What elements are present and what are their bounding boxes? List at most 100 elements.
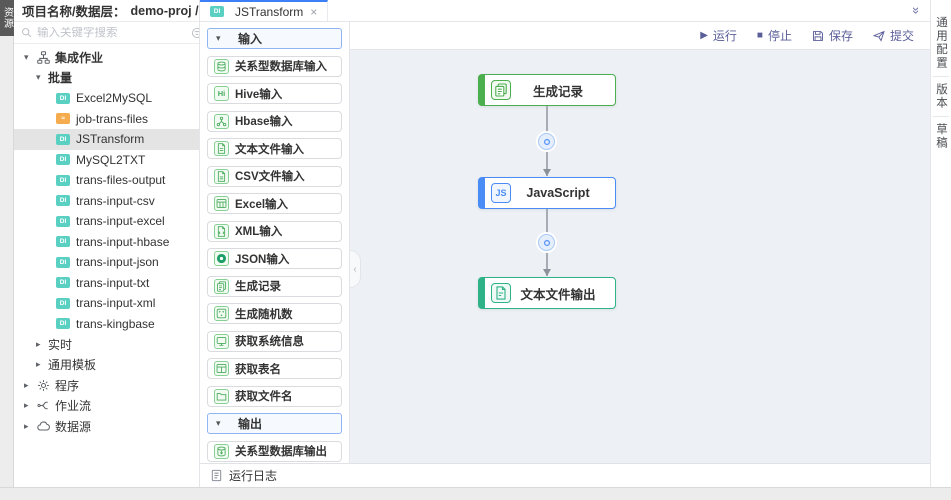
- flow-node[interactable]: 文本文件输出: [478, 277, 616, 309]
- submit-button[interactable]: 提交: [872, 27, 914, 44]
- tree-item[interactable]: DI trans-input-hbase: [14, 232, 199, 253]
- palette-item[interactable]: 获取表名: [207, 358, 342, 379]
- tree-item-label: 数据源: [55, 419, 92, 434]
- tree-item[interactable]: ▸ 程序: [14, 375, 199, 396]
- text-file-icon: [214, 141, 229, 156]
- palette-item[interactable]: 关系型数据库输入: [207, 55, 342, 77]
- palette-item[interactable]: 生成随机数: [207, 303, 342, 324]
- tree-item[interactable]: DI trans-input-excel: [14, 211, 199, 232]
- palette-item-label: Hive输入: [235, 88, 283, 101]
- bottom-strip: [0, 487, 951, 500]
- resource-strip: 资源: [0, 0, 14, 487]
- palette-item[interactable]: Hbase输入: [207, 110, 342, 132]
- js-node-icon: JS: [491, 183, 511, 203]
- table-name-icon: [214, 361, 229, 376]
- connector-link-icon[interactable]: [538, 234, 555, 251]
- gear-icon: [36, 378, 50, 392]
- caret-icon[interactable]: ▸: [36, 338, 41, 349]
- connector-arrow-icon: [543, 269, 551, 276]
- caret-icon[interactable]: ▸: [24, 400, 29, 411]
- tree-item[interactable]: ▸ 通用模板: [14, 355, 199, 376]
- xml-file-icon: [214, 223, 229, 239]
- palette-item-label: Hbase输入: [235, 116, 293, 128]
- tree-item-label: trans-input-txt: [76, 275, 150, 290]
- palette-item[interactable]: 关系型数据库输出: [207, 440, 342, 462]
- di-badge-icon: DI: [56, 256, 70, 268]
- palette-section-header[interactable]: ▾ 输出: [207, 413, 342, 434]
- di-badge-icon: DI: [56, 318, 70, 330]
- palette-item[interactable]: 生成记录: [207, 275, 342, 297]
- play-icon: ▶: [700, 29, 708, 41]
- tree-item-label: trans-input-hbase: [76, 234, 170, 249]
- tree-item[interactable]: ≈ job-trans-files: [14, 109, 199, 130]
- tree-item-label: 批量: [48, 71, 73, 86]
- tree-item[interactable]: DI MySQL2TXT: [14, 150, 199, 171]
- tree-item[interactable]: ▾ 批量: [14, 68, 199, 89]
- sitemap-icon: [36, 50, 50, 64]
- palette-item-label: 获取文件名: [235, 391, 293, 403]
- di-badge-icon: DI: [56, 195, 70, 207]
- caret-icon[interactable]: ▾: [36, 72, 41, 83]
- panel-tab-general-config[interactable]: 通用配置: [935, 16, 947, 70]
- tab-jstransform[interactable]: DI JSTransform ×: [200, 0, 329, 21]
- palette-item[interactable]: Hi Hive输入: [207, 83, 342, 104]
- caret-icon[interactable]: ▾: [24, 51, 29, 62]
- connector-arrow-icon: [543, 169, 551, 176]
- caret-icon[interactable]: ▸: [24, 379, 29, 390]
- caret-icon[interactable]: ▸: [24, 420, 29, 431]
- palette-item[interactable]: Excel输入: [207, 193, 342, 214]
- search-settings-icon[interactable]: [191, 27, 199, 39]
- palette-item[interactable]: JSON输入: [207, 248, 342, 269]
- run-label: 运行: [712, 29, 737, 43]
- tree-item[interactable]: ▾ 集成作业: [14, 47, 199, 68]
- di-badge-icon: DI: [56, 92, 70, 104]
- palette-item[interactable]: 获取系统信息: [207, 330, 342, 352]
- flow-node[interactable]: JS JavaScript: [478, 177, 616, 209]
- run-log-bar[interactable]: 运行日志: [200, 463, 930, 487]
- palette-item-label: 获取系统信息: [235, 336, 304, 348]
- palette-collapse-handle[interactable]: ‹: [350, 250, 361, 288]
- tree-item[interactable]: DI JSTransform: [14, 129, 199, 150]
- tree-item[interactable]: DI trans-files-output: [14, 170, 199, 191]
- tab-close-icon[interactable]: ×: [310, 4, 318, 19]
- panel-tab-draft[interactable]: 草稿: [933, 116, 949, 156]
- node-color-bar: [479, 178, 485, 208]
- caret-icon[interactable]: ▸: [36, 359, 41, 370]
- save-button[interactable]: 保存: [812, 27, 853, 44]
- palette-item-label: 生成记录: [235, 281, 281, 293]
- tree-item[interactable]: DI trans-input-txt: [14, 273, 199, 294]
- tree-item[interactable]: ▸ 实时: [14, 334, 199, 355]
- tree-item-label: JSTransform: [76, 132, 145, 147]
- tree-item[interactable]: DI trans-input-xml: [14, 293, 199, 314]
- flow-node[interactable]: 生成记录: [478, 74, 616, 106]
- tree-item-label: job-trans-files: [76, 111, 149, 126]
- tree-item[interactable]: DI trans-input-json: [14, 252, 199, 273]
- run-log-label: 运行日志: [229, 469, 278, 483]
- datasource-icon: [36, 419, 50, 433]
- tree-item-label: 作业流: [55, 399, 92, 414]
- tree-item[interactable]: ▸ 作业流: [14, 396, 199, 417]
- stop-button[interactable]: ■ 停止: [757, 27, 792, 44]
- connector-link-icon[interactable]: [538, 133, 555, 150]
- palette-item[interactable]: XML输入: [207, 220, 342, 242]
- tree-item[interactable]: ▸ 数据源: [14, 416, 199, 437]
- palette-item-label: XML输入: [235, 226, 283, 238]
- palette-item[interactable]: 文本文件输入: [207, 138, 342, 159]
- panel-tab-version[interactable]: 版本: [933, 76, 949, 116]
- tab-label: JSTransform: [235, 4, 304, 19]
- tree-item-label: trans-input-json: [76, 255, 159, 270]
- palette-section-header[interactable]: ▾ 输入: [207, 28, 342, 49]
- tree-item[interactable]: DI trans-kingbase: [14, 314, 199, 335]
- palette-list: ▾ 输入 关系型数据库输入 Hi Hive输入 Hbase输入 文本文件输入 C…: [207, 28, 342, 462]
- job-badge-icon: ≈: [56, 113, 70, 125]
- search-input[interactable]: [37, 26, 191, 39]
- palette-item[interactable]: 获取文件名: [207, 385, 342, 407]
- tree-item[interactable]: DI Excel2MySQL: [14, 88, 199, 109]
- resources-tab[interactable]: 资源: [0, 0, 14, 36]
- tree-item[interactable]: DI trans-input-csv: [14, 191, 199, 212]
- flow-canvas[interactable]: ‹ 生成记录 JS JavaScript 文本文件输出: [350, 50, 930, 463]
- run-button[interactable]: ▶ 运行: [700, 27, 737, 44]
- flow-icon: [36, 399, 50, 413]
- collapse-panel-icon[interactable]: »: [908, 6, 924, 15]
- palette-item[interactable]: CSV文件输入: [207, 165, 342, 187]
